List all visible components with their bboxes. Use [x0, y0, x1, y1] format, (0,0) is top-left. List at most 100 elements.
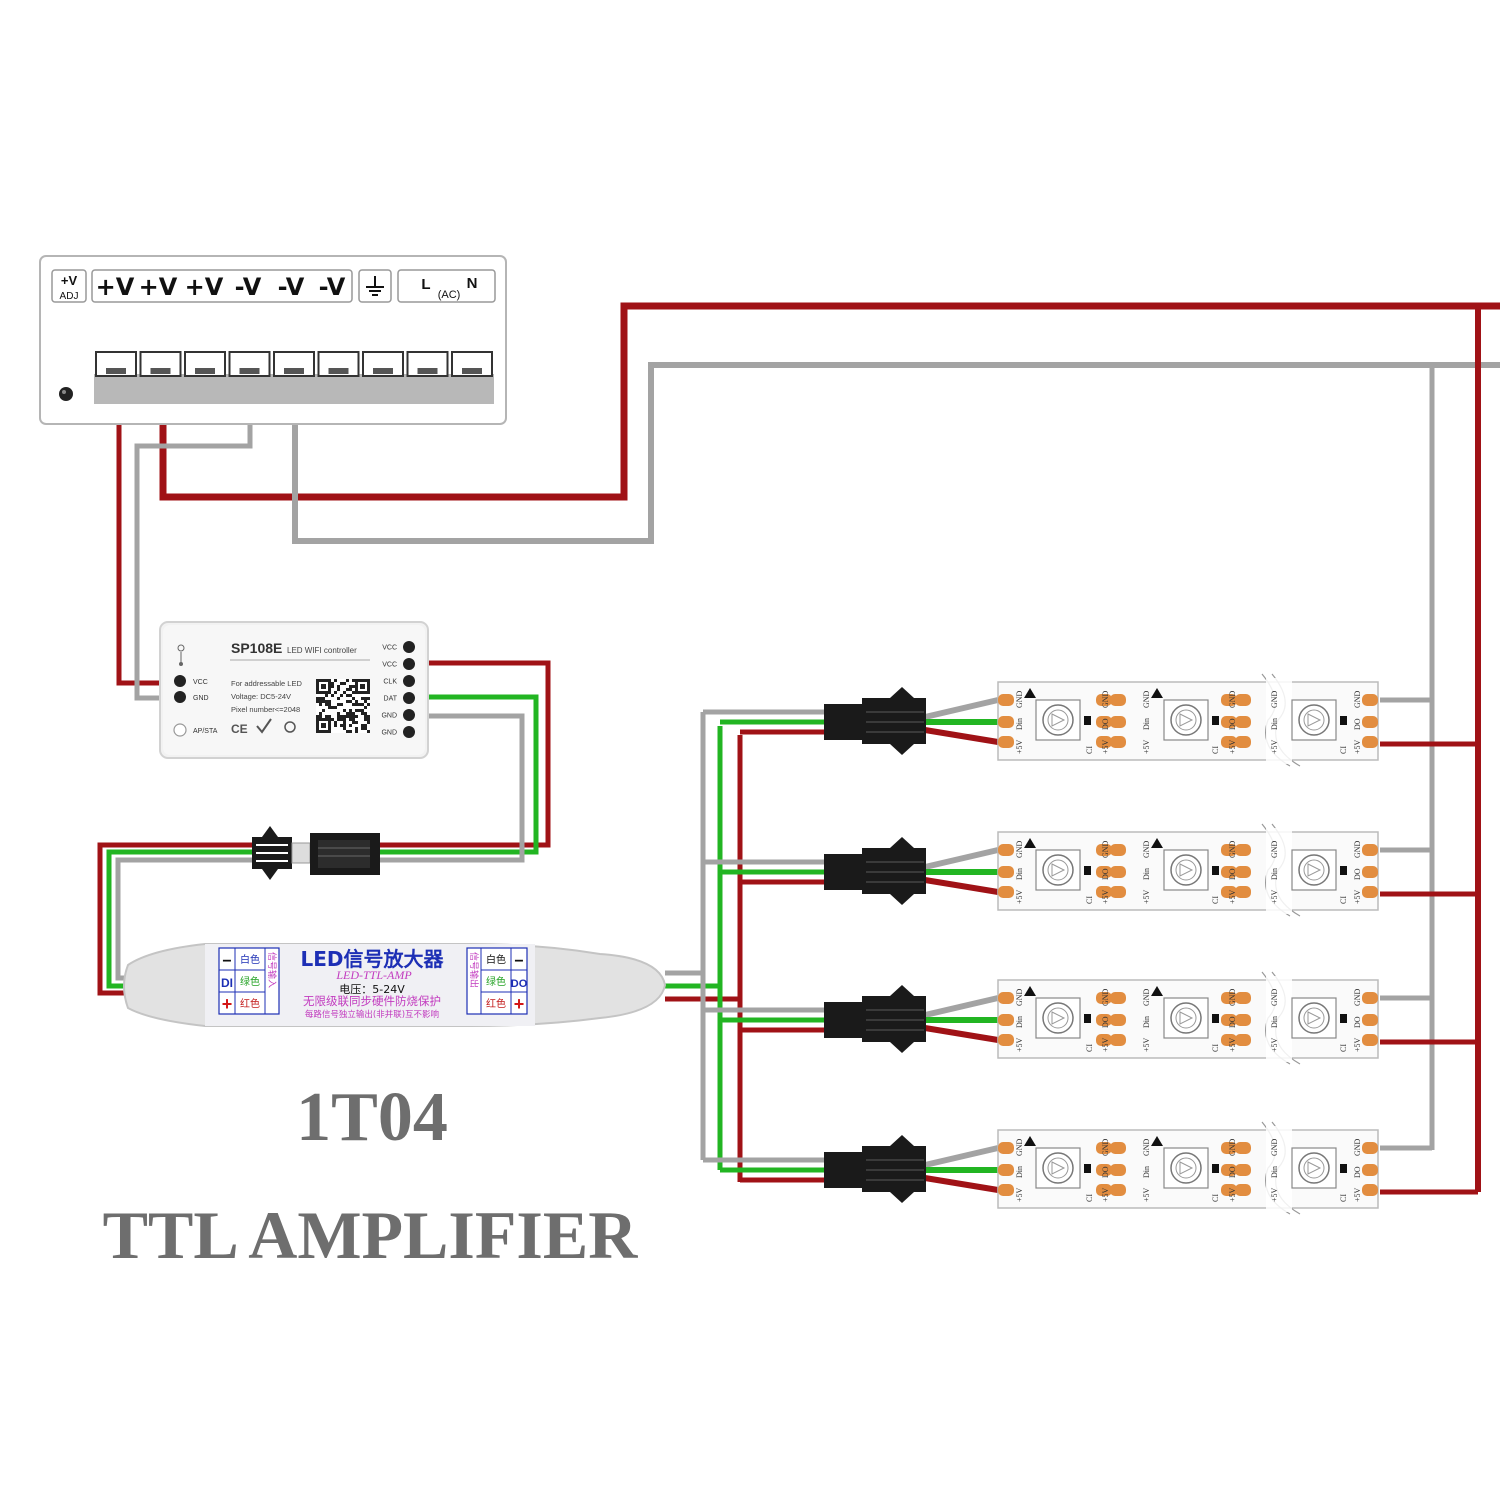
- led-strip: GNDDin+5VGNDDin+5VGNDDin+5VGNDDO+5VGNDDO…: [997, 823, 1379, 917]
- strip-pad-label: DO: [1101, 1166, 1110, 1178]
- psu-terminal-label: -V: [235, 273, 262, 301]
- strip-pad-label: CI: [1211, 1194, 1220, 1202]
- amp-title: LED信号放大器: [300, 947, 444, 971]
- strip-pad-label: GND: [1270, 840, 1279, 858]
- solder-pads: [1096, 844, 1126, 898]
- controller-model: SP108E: [231, 640, 282, 656]
- solder-pads: [998, 694, 1014, 748]
- strip-pad-label: Din: [1015, 1166, 1024, 1178]
- controller-output-pin: [403, 709, 415, 721]
- strip-pad-label: GND: [1270, 988, 1279, 1006]
- solder-pads: [1096, 694, 1126, 748]
- controller-output-pin: [403, 641, 415, 653]
- strip-pad-label: GND: [1353, 690, 1362, 708]
- led-chip: [1291, 997, 1347, 1039]
- psu-adj-top: +V: [61, 273, 78, 288]
- strip-pad-label: Din: [1142, 868, 1151, 880]
- strip-pad-label: CI: [1085, 746, 1094, 754]
- strip-pad-label: CI: [1339, 1194, 1348, 1202]
- strip-pad-label: CI: [1211, 1044, 1220, 1052]
- strip-pad-label: GND: [1228, 988, 1237, 1006]
- psu-terminal-block: [94, 374, 494, 404]
- direction-arrow-icon: [1024, 838, 1036, 848]
- strip-pad-label: +5V: [1015, 1187, 1024, 1202]
- controller-left-pin-label: GND: [193, 695, 209, 702]
- strip-pad-label: GND: [1101, 840, 1110, 858]
- terminal-screw: [228, 351, 271, 377]
- led-chip: [1291, 849, 1347, 891]
- strip-pad-label: Din: [1015, 868, 1024, 880]
- strip-pad-label: GND: [1142, 988, 1151, 1006]
- strip-pad-label: Din: [1142, 1166, 1151, 1178]
- strip-pad-label: +5V: [1270, 1187, 1279, 1202]
- strip-pad-label: +5V: [1101, 889, 1110, 904]
- led-chip: [1291, 1147, 1347, 1189]
- psu-ac-n: N: [467, 275, 478, 292]
- psu-adj-box: [51, 269, 87, 303]
- amp-input-color: 白色: [240, 953, 260, 966]
- strip-pad-label: Din: [1270, 1166, 1279, 1178]
- terminal-screw: [95, 351, 137, 377]
- strip-pad-label: +5V: [1015, 889, 1024, 904]
- strip-pad-label: DO: [1228, 1166, 1237, 1178]
- strip-pad-label: Din: [1015, 1016, 1024, 1028]
- controller-green-out: [380, 694, 539, 855]
- amp-voltage: 电压：5-24V: [339, 983, 405, 996]
- strip-pad-label: CI: [1085, 1044, 1094, 1052]
- caption-model: 1T04: [296, 1079, 448, 1156]
- solder-pads: [1221, 1142, 1251, 1196]
- psu-ac-box: [397, 269, 496, 303]
- strip-pad-label: +5V: [1142, 739, 1151, 754]
- psu-adj-bottom: ADJ: [60, 291, 79, 302]
- strip-pad-label: DO: [1353, 718, 1362, 730]
- strip-pad-label: +5V: [1015, 1037, 1024, 1052]
- adjust-pot-icon: [59, 387, 73, 401]
- strip-pad-label: +5V: [1101, 1037, 1110, 1052]
- strip-pad-label: +5V: [1353, 1037, 1362, 1052]
- amp-input-green: [106, 849, 252, 989]
- controller-pin-label: VCC: [382, 645, 397, 652]
- strip-pad-label: CI: [1339, 896, 1348, 904]
- strip-pad-label: CI: [1211, 896, 1220, 904]
- strip-pad-label: GND: [1228, 1138, 1237, 1156]
- psu-terminal-label: +V: [139, 273, 178, 301]
- strip-pad-label: CI: [1211, 746, 1220, 754]
- led-chip: [1291, 699, 1347, 741]
- amp-output-sign: +: [514, 994, 525, 1014]
- controller-mode-label: AP/STA: [193, 728, 218, 735]
- ground-icon: [366, 276, 384, 296]
- strip-pad-label: Din: [1270, 718, 1279, 730]
- ce-mark: CE: [231, 722, 248, 736]
- solder-pads: [1362, 1142, 1378, 1196]
- strip-pad-label: CI: [1085, 896, 1094, 904]
- controller-info-1: For addressable LED: [231, 679, 302, 688]
- strip-pad-label: +5V: [1228, 1037, 1237, 1052]
- strip-pad-label: DO: [1228, 718, 1237, 730]
- strip-pad-label: +5V: [1228, 889, 1237, 904]
- amp-output-sign: −: [514, 953, 523, 970]
- strip-pad-label: GND: [1015, 1138, 1024, 1156]
- amp-input-side: 信号输入: [266, 952, 278, 988]
- strip-pad-label: GND: [1270, 1138, 1279, 1156]
- led-chip: [1163, 997, 1219, 1039]
- solder-pads: [1221, 694, 1251, 748]
- strip-pad-label: GND: [1015, 840, 1024, 858]
- psu-terminal-label: +V: [185, 273, 224, 301]
- amp-input-sign: DI: [221, 976, 233, 990]
- strip-pad-label: DO: [1228, 1016, 1237, 1028]
- controller-pin-label: CLK: [383, 679, 397, 686]
- strip-pad-label: +5V: [1353, 739, 1362, 754]
- strip-pad-label: +5V: [1270, 889, 1279, 904]
- led-chip: [1035, 997, 1091, 1039]
- solder-pads: [1096, 992, 1126, 1046]
- amp-subtitle: LED-TTL-AMP: [335, 968, 412, 982]
- strip-pad-label: GND: [1015, 690, 1024, 708]
- strip-pad-label: +5V: [1228, 739, 1237, 754]
- solder-pads: [1096, 1142, 1126, 1196]
- strip-pad-label: GND: [1142, 1138, 1151, 1156]
- controller-info-2: Voltage: DC5-24V: [231, 692, 291, 701]
- amp-output-color: 绿色: [486, 975, 506, 988]
- strip-pad-label: GND: [1353, 840, 1362, 858]
- strip-pad-label: GND: [1101, 988, 1110, 1006]
- controller-pin-label: VCC: [382, 662, 397, 669]
